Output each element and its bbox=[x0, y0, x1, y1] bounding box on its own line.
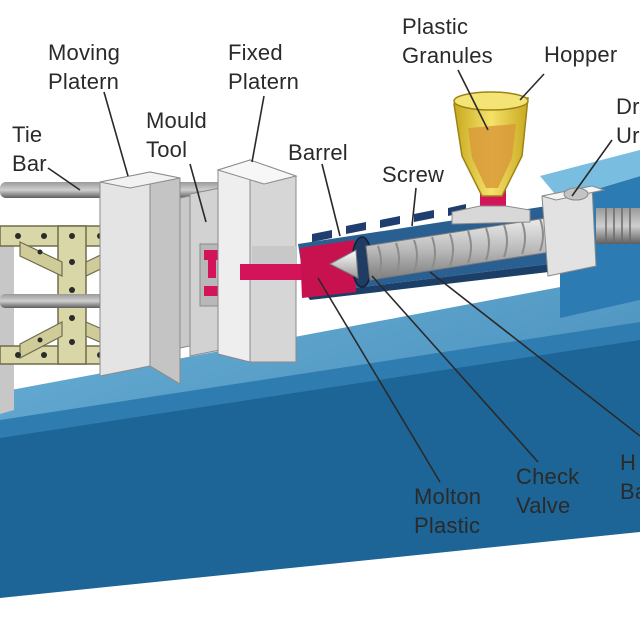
label-screw: Screw bbox=[382, 160, 444, 189]
label-plastic-granules-line1: Plastic bbox=[402, 12, 493, 41]
label-fixed-platern-line1: Fixed bbox=[228, 38, 299, 67]
label-fixed-platern-line2: Platern bbox=[228, 67, 299, 96]
label-barrel: Barrel bbox=[288, 138, 348, 167]
fixed-platen bbox=[218, 160, 296, 362]
label-tie-bar-line1: Tie bbox=[12, 120, 47, 149]
sprue-channel bbox=[240, 264, 306, 280]
label-hopper-text: Hopper bbox=[544, 40, 617, 69]
label-moving-platern-line1: Moving bbox=[48, 38, 120, 67]
label-tie-bar: Tie Bar bbox=[12, 120, 47, 178]
label-plastic-granules-line2: Granules bbox=[402, 41, 493, 70]
label-tie-bar-line2: Bar bbox=[12, 149, 47, 178]
label-molton-plastic: Molton Plastic bbox=[414, 482, 481, 540]
label-mould-tool-line1: Mould bbox=[146, 106, 207, 135]
label-hopper: Hopper bbox=[544, 40, 617, 69]
moving-platen bbox=[100, 172, 180, 384]
label-molton-plastic-line1: Molton bbox=[414, 482, 481, 511]
label-check-valve: Check Valve bbox=[516, 462, 579, 520]
label-drive-unit-line2: Ur bbox=[616, 121, 640, 150]
label-moving-platern-line2: Platern bbox=[48, 67, 120, 96]
label-heater-bands-line1: H bbox=[620, 448, 640, 477]
hopper bbox=[454, 92, 528, 196]
label-moving-platern: Moving Platern bbox=[48, 38, 120, 96]
label-check-valve-line2: Valve bbox=[516, 491, 579, 520]
label-screw-text: Screw bbox=[382, 160, 444, 189]
label-plastic-granules: Plastic Granules bbox=[402, 12, 493, 70]
label-heater-bands-line2: Ba bbox=[620, 477, 640, 506]
label-heater-bands: H Ba bbox=[620, 448, 640, 506]
label-drive-unit: Dr Ur bbox=[616, 92, 640, 150]
label-mould-tool-line2: Tool bbox=[146, 135, 207, 164]
label-fixed-platern: Fixed Platern bbox=[228, 38, 299, 96]
drive-shaft bbox=[596, 208, 640, 244]
label-drive-unit-line1: Dr bbox=[616, 92, 640, 121]
label-mould-tool: Mould Tool bbox=[146, 106, 207, 164]
label-check-valve-line1: Check bbox=[516, 462, 579, 491]
label-barrel-text: Barrel bbox=[288, 138, 348, 167]
label-molton-plastic-line2: Plastic bbox=[414, 511, 481, 540]
injection-unit bbox=[240, 92, 640, 300]
